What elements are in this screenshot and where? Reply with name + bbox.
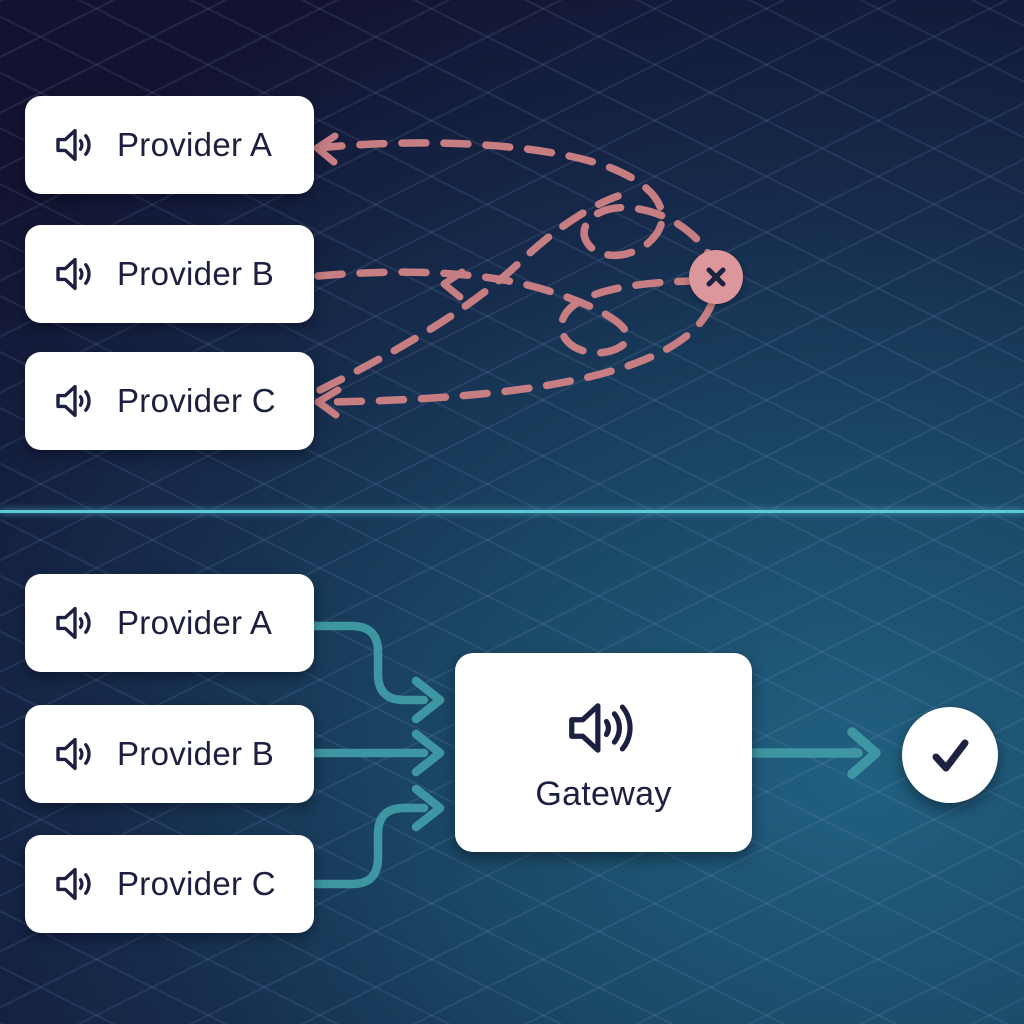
tangled-error-arrowheads <box>313 132 466 419</box>
provider-label: Provider A <box>117 126 273 163</box>
arrow-provider-c <box>308 803 429 889</box>
error-arrowhead-mid <box>440 268 466 301</box>
arrowhead-provider-b <box>411 729 445 777</box>
failure-badge <box>689 250 743 304</box>
gateway-label: Gateway <box>535 775 672 813</box>
speaker-icon <box>56 737 91 771</box>
error-path-a <box>314 139 715 262</box>
provider-label: Provider A <box>117 604 273 641</box>
top-provider-b-card: Provider B <box>25 225 314 323</box>
speaker-icon <box>56 384 91 418</box>
check-icon <box>932 739 969 772</box>
error-path-b <box>314 268 696 357</box>
provider-label: Provider C <box>117 865 276 902</box>
gateway-card: Gateway <box>455 653 752 852</box>
error-arrowhead-a <box>313 132 339 166</box>
x-icon <box>706 267 726 287</box>
error-path-cross <box>316 192 622 394</box>
error-arrowhead-c <box>314 386 342 419</box>
top-provider-a-card: Provider A <box>25 96 314 194</box>
top-provider-c-card: Provider C <box>25 352 314 450</box>
arrowhead-gateway-to-check <box>847 727 881 779</box>
section-divider <box>0 510 1024 513</box>
bottom-provider-b-card: Provider B <box>25 705 314 803</box>
speaker-icon <box>568 703 633 753</box>
speaker-icon <box>56 606 91 640</box>
error-path-c <box>328 299 716 406</box>
speaker-icon <box>56 128 91 162</box>
speaker-icon <box>56 257 91 291</box>
arrowhead-provider-c <box>411 784 445 832</box>
provider-label: Provider B <box>117 735 275 772</box>
arrowhead-provider-a <box>411 676 445 724</box>
bottom-provider-a-card: Provider A <box>25 574 314 672</box>
success-badge <box>902 707 998 803</box>
provider-label: Provider C <box>117 382 276 419</box>
speaker-icon <box>56 867 91 901</box>
bottom-provider-c-card: Provider C <box>25 835 314 933</box>
arrow-provider-a <box>308 621 429 705</box>
provider-label: Provider B <box>117 255 275 292</box>
tangled-error-lines <box>314 139 716 406</box>
